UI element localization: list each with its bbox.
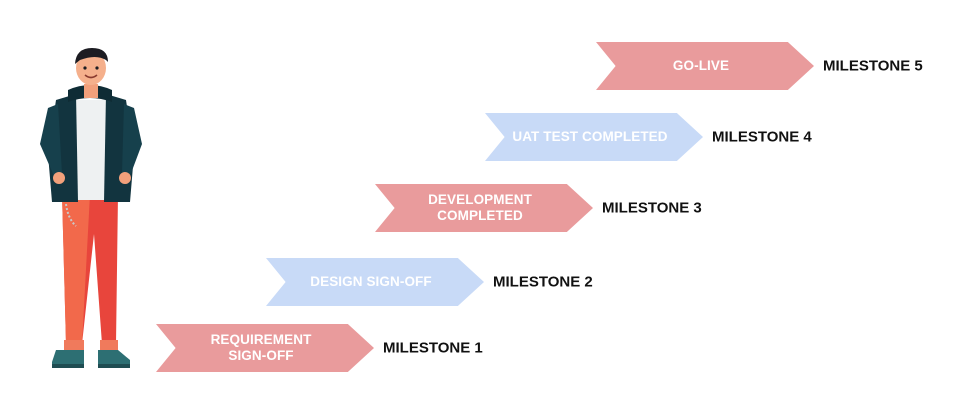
milestone-label: MILESTONE 5 xyxy=(823,57,923,75)
milestone-label: MILESTONE 1 xyxy=(383,339,483,357)
milestone-step-1: REQUIREMENT SIGN-OFF MILESTONE 1 xyxy=(156,324,483,372)
step-label: DESIGN SIGN-OFF xyxy=(310,274,432,289)
chevron-arrow: GO-LIVE xyxy=(596,42,814,90)
milestone-label: MILESTONE 2 xyxy=(493,273,593,291)
milestone-step-5: GO-LIVE MILESTONE 5 xyxy=(596,42,923,90)
milestone-label: MILESTONE 3 xyxy=(602,199,702,217)
chevron-arrow: DESIGN SIGN-OFF xyxy=(266,258,484,306)
step-label: DEVELOPMENT COMPLETED xyxy=(428,192,532,223)
milestone-step-4: UAT TEST COMPLETED MILESTONE 4 xyxy=(485,113,812,161)
milestone-step-3: DEVELOPMENT COMPLETED MILESTONE 3 xyxy=(375,184,702,232)
chevron-arrow: DEVELOPMENT COMPLETED xyxy=(375,184,593,232)
step-label: REQUIREMENT SIGN-OFF xyxy=(210,332,312,363)
step-label: GO-LIVE xyxy=(672,58,730,73)
step-label: UAT TEST COMPLETED xyxy=(512,129,668,144)
chevron-arrow: UAT TEST COMPLETED xyxy=(485,113,703,161)
milestone-step-2: DESIGN SIGN-OFF MILESTONE 2 xyxy=(266,258,593,306)
person-illustration xyxy=(40,48,142,368)
milestone-label: MILESTONE 4 xyxy=(712,128,812,146)
chevron-arrow: REQUIREMENT SIGN-OFF xyxy=(156,324,374,372)
